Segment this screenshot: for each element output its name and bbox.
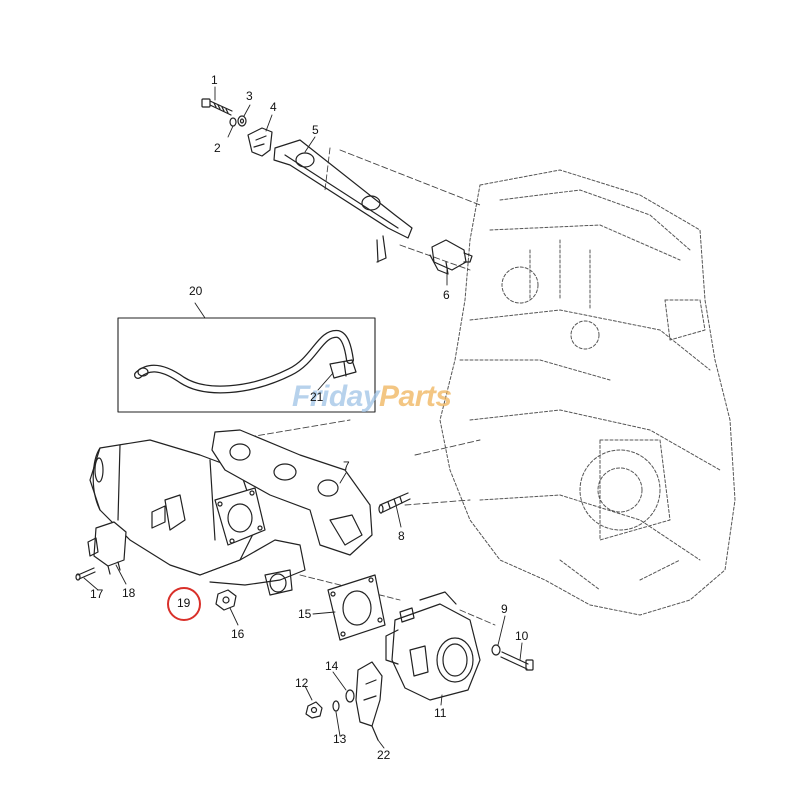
fuel-rail-part-5 <box>273 139 413 263</box>
callout-15: 15 <box>298 607 312 621</box>
nut-part-12 <box>305 701 323 719</box>
hose-box-part-20 <box>117 317 376 413</box>
callout-3: 3 <box>246 89 253 103</box>
callout-leaders <box>83 86 523 749</box>
throttle-body-part-11 <box>385 591 481 701</box>
callout-18: 18 <box>122 586 136 600</box>
washer-part-3 <box>237 115 247 127</box>
callout-9: 9 <box>501 602 508 616</box>
bracket-part-4 <box>247 127 273 157</box>
throttle-gasket-part-15 <box>327 574 386 641</box>
callout-5: 5 <box>312 123 319 137</box>
nut-part-16 <box>215 589 237 611</box>
callout-16: 16 <box>231 627 245 641</box>
callout-19: 19 <box>177 596 191 610</box>
callout-4: 4 <box>270 100 277 114</box>
washer-part-9 <box>491 644 501 656</box>
callout-1: 1 <box>211 73 218 87</box>
washer-part-14 <box>345 689 355 703</box>
callout-10: 10 <box>515 629 529 643</box>
callout-2: 2 <box>214 141 221 155</box>
bolt-part-1 <box>201 98 233 116</box>
washer-part-2 <box>229 117 237 127</box>
highlight-ring <box>167 587 201 621</box>
callout-7: 7 <box>343 459 350 473</box>
callout-13: 13 <box>333 732 347 746</box>
sensor-part-22 <box>355 661 383 741</box>
callout-14: 14 <box>325 659 339 673</box>
intake-manifold-part-19 <box>89 439 306 596</box>
callout-8: 8 <box>398 529 405 543</box>
callout-20: 20 <box>189 284 203 298</box>
callout-22: 22 <box>377 748 391 762</box>
screw-part-17 <box>75 567 96 581</box>
callout-6: 6 <box>443 288 450 302</box>
callout-17: 17 <box>90 587 104 601</box>
manifold-gasket-part-7 <box>211 429 373 556</box>
stud-part-8 <box>378 492 411 514</box>
watermark-logo: FridayParts <box>292 380 452 414</box>
map-sensor-part-18 <box>87 521 127 575</box>
callout-12: 12 <box>295 676 309 690</box>
watermark-text-a: Friday <box>292 380 380 413</box>
bolt-part-10 <box>500 651 534 671</box>
washer-part-13 <box>332 700 340 712</box>
assembly-leader-lines <box>231 147 496 626</box>
callout-21: 21 <box>310 390 324 404</box>
callout-11: 11 <box>434 706 447 720</box>
injector-part-6 <box>429 239 473 275</box>
watermark-text-b: Parts <box>379 380 452 413</box>
engine-block-outline <box>439 169 736 616</box>
